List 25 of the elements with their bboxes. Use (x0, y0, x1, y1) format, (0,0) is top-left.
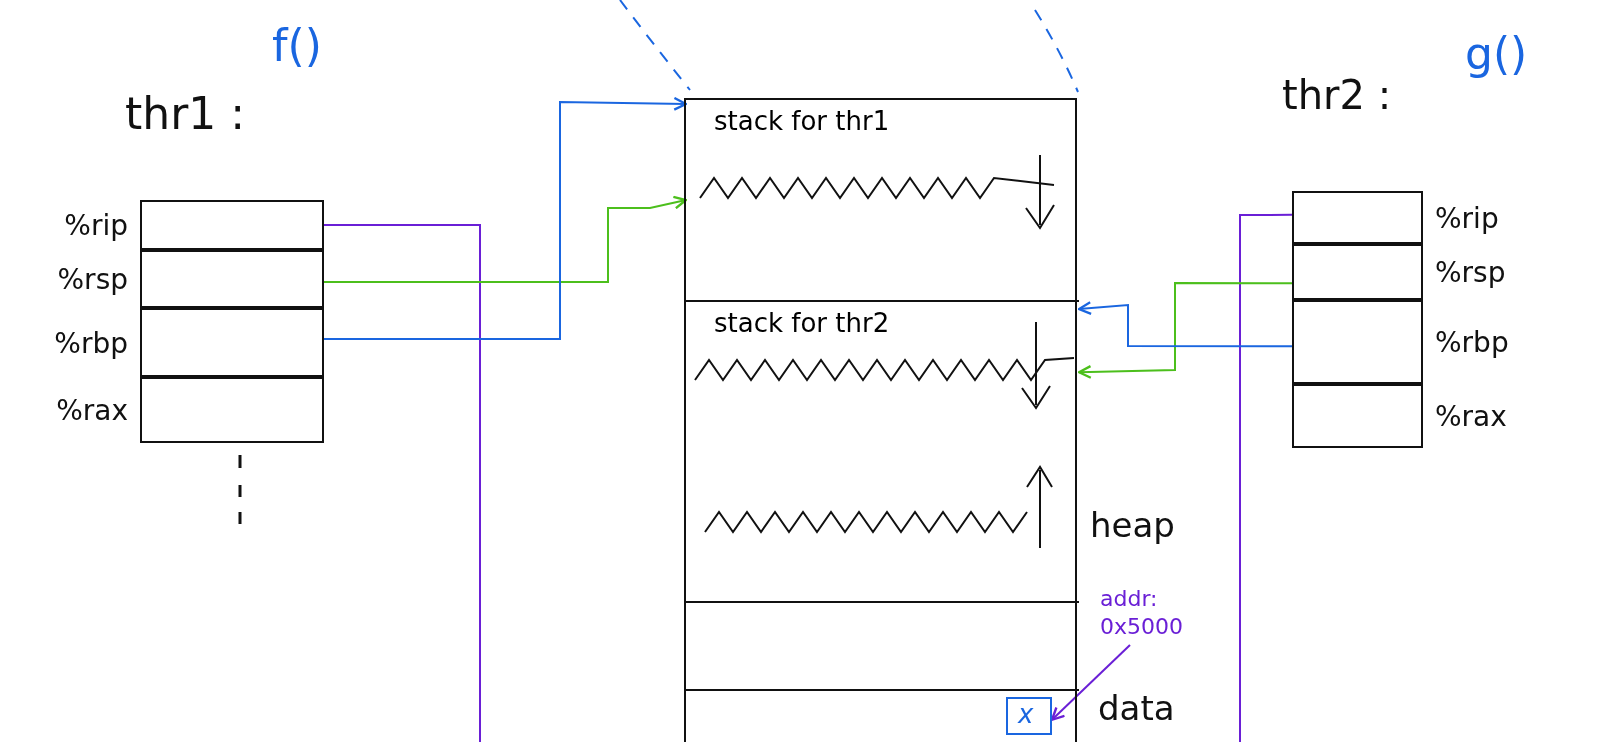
register-name: %rbp (54, 326, 128, 359)
arrow (1077, 301, 1293, 348)
thread-name: thr2 : (1282, 72, 1392, 118)
variable-box (1006, 697, 1052, 735)
register-name: %rsp (57, 262, 128, 296)
register-name: %rsp (1435, 255, 1506, 289)
register-name: %rip (64, 208, 128, 242)
function-name: g() (1465, 28, 1528, 79)
arrow (1077, 282, 1293, 379)
function-name: f() (272, 20, 322, 71)
variable-name: x (1018, 699, 1034, 729)
region-name: data (1098, 688, 1175, 728)
region-name: heap (1090, 505, 1175, 545)
region-label: stack for thr2 (714, 308, 890, 338)
region-label: stack for thr1 (714, 106, 890, 136)
register-name: %rbp (1435, 325, 1509, 359)
arrow (1050, 644, 1131, 721)
register-name: %rax (1435, 399, 1507, 433)
memory-column (684, 98, 1077, 742)
arrow (323, 195, 688, 283)
address-text: addr: 0x5000 (1100, 585, 1184, 641)
thread-name: thr1 : (125, 88, 246, 139)
register-name: %rip (1435, 201, 1499, 234)
register-name: %rax (56, 393, 128, 427)
arrow (323, 96, 688, 341)
